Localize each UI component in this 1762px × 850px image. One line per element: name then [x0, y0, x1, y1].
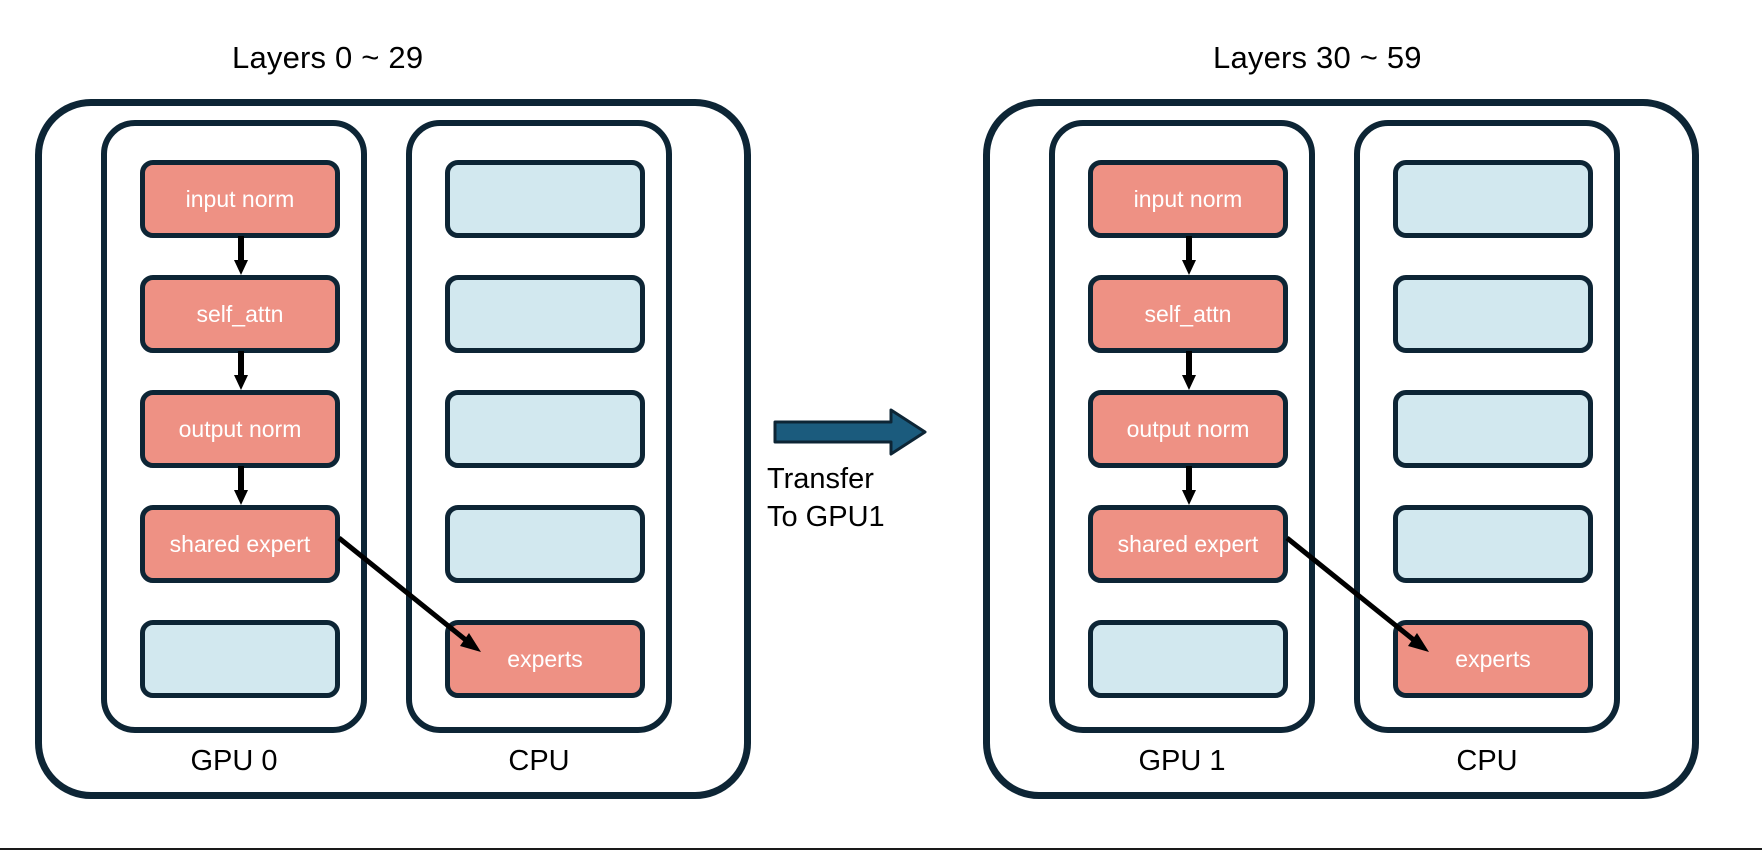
column-cpu0: experts	[406, 120, 672, 733]
device-label-cpu1: CPU	[1456, 745, 1518, 777]
block-empty-slot[interactable]	[1393, 505, 1593, 583]
block-empty-slot[interactable]	[1088, 620, 1288, 698]
block-input-norm[interactable]: input norm	[1088, 160, 1288, 238]
block-empty-slot[interactable]	[445, 505, 645, 583]
block-input-norm[interactable]: input norm	[140, 160, 340, 238]
column-gpu0: input norm self_attn output norm shared …	[101, 120, 367, 733]
block-shared-expert[interactable]: shared expert	[1088, 505, 1288, 583]
flow-arrow-icon	[233, 466, 249, 506]
block-shared-expert[interactable]: shared expert	[140, 505, 340, 583]
panel-title-left: Layers 0 ~ 29	[232, 40, 424, 75]
panel-title-right: Layers 30 ~ 59	[1213, 40, 1422, 75]
device-label-cpu0: CPU	[508, 745, 570, 777]
transfer-arrow-icon[interactable]	[773, 408, 927, 456]
block-self-attn[interactable]: self_attn	[140, 275, 340, 353]
block-empty-slot[interactable]	[1393, 390, 1593, 468]
device-label-gpu0: GPU 0	[190, 745, 278, 777]
block-empty-slot[interactable]	[1393, 160, 1593, 238]
flow-arrow-icon	[233, 236, 249, 276]
block-empty-slot[interactable]	[445, 275, 645, 353]
block-experts[interactable]: experts	[1393, 620, 1593, 698]
flow-arrow-icon	[1181, 351, 1197, 391]
block-empty-slot[interactable]	[1393, 275, 1593, 353]
block-empty-slot[interactable]	[140, 620, 340, 698]
column-cpu1: experts	[1354, 120, 1620, 733]
block-empty-slot[interactable]	[445, 160, 645, 238]
flow-arrow-icon	[1181, 466, 1197, 506]
block-empty-slot[interactable]	[445, 390, 645, 468]
device-group-left: input norm self_attn output norm shared …	[35, 99, 751, 799]
block-experts[interactable]: experts	[445, 620, 645, 698]
block-self-attn[interactable]: self_attn	[1088, 275, 1288, 353]
device-group-right: input norm self_attn output norm shared …	[983, 99, 1699, 799]
block-output-norm[interactable]: output norm	[140, 390, 340, 468]
flow-arrow-icon	[1181, 236, 1197, 276]
frame-hairline	[0, 848, 1762, 850]
device-label-gpu1: GPU 1	[1138, 745, 1226, 777]
column-gpu1: input norm self_attn output norm shared …	[1049, 120, 1315, 733]
flow-arrow-icon	[233, 351, 249, 391]
block-output-norm[interactable]: output norm	[1088, 390, 1288, 468]
transfer-label: Transfer To GPU1	[767, 463, 885, 533]
